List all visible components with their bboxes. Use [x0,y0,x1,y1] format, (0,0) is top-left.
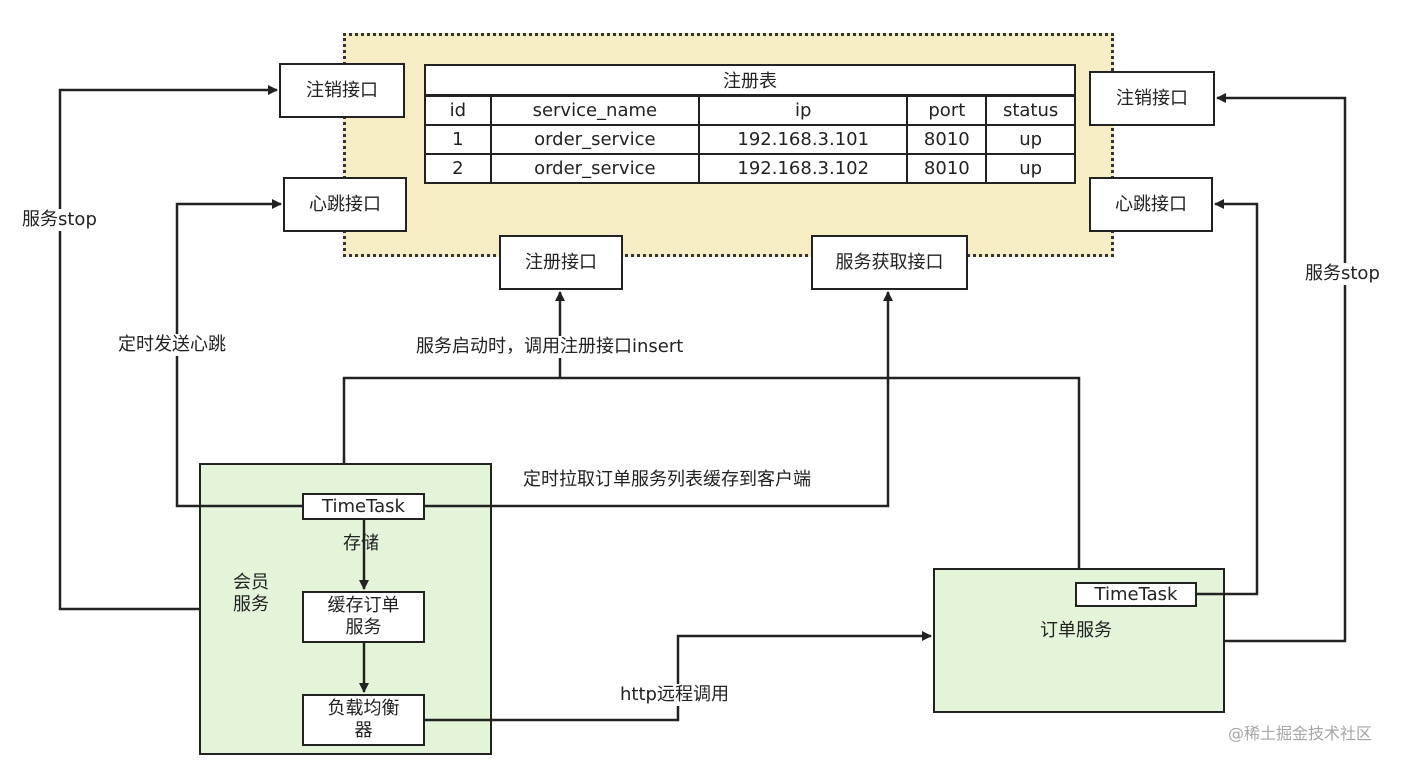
register-interface: 注册接口 [499,235,623,290]
watermark: @稀土掘金技术社区 [1228,724,1373,743]
store-label: 存储 [343,533,379,555]
registry-table-title: 注册表 [424,64,1076,96]
column-header-port: port [906,95,988,126]
deregister-interface-right: 注销接口 [1089,71,1215,126]
cell-id: 2 [424,153,492,184]
stop-label-left: 服务stop [22,209,97,231]
cache-order-service-box: 缓存订单 服务 [302,591,425,643]
stop-label-right: 服务stop [1305,263,1380,285]
edge-register [342,376,1081,568]
table-row: 2 order_service 192.168.3.102 8010 up [424,153,1076,184]
cell-ip: 192.168.3.101 [698,124,909,155]
edge-heartbeat-right [1197,199,1259,596]
discovery-interface: 服务获取接口 [811,235,968,290]
heartbeat-interface-right: 心跳接口 [1089,177,1213,232]
column-header-id: id [424,95,492,126]
column-header-status: status [985,95,1076,126]
cell-service-name: order_service [489,153,701,184]
member-service-label: 会员 服务 [233,572,269,615]
heartbeat-send-label: 定时发送心跳 [118,334,226,356]
cell-status: up [985,153,1076,184]
deregister-interface-left: 注销接口 [279,63,405,118]
order-timetask-box: TimeTask [1075,582,1197,607]
order-service-label: 订单服务 [1040,620,1112,641]
load-balancer-box: 负载均衡 器 [302,694,425,746]
edge-pull-list [425,291,893,508]
http-call-label: http远程调用 [620,684,729,706]
column-header-ip: ip [698,95,909,126]
edge-stop-right [1216,93,1347,643]
edge-stop-left [58,85,278,611]
member-timetask-box: TimeTask [302,493,425,520]
registry-table-header-row: id service_name ip port status [424,95,1076,126]
cell-status: up [985,124,1076,155]
cell-port: 8010 [906,153,988,184]
edge-http-call [425,631,932,722]
cell-ip: 192.168.3.102 [698,153,909,184]
pull-list-label: 定时拉取订单服务列表缓存到客户端 [523,469,811,491]
cell-service-name: order_service [489,124,701,155]
registry-table: id service_name ip port status 1 order_s… [424,95,1076,184]
heartbeat-interface-left: 心跳接口 [283,177,407,232]
register-on-start-label: 服务启动时，调用注册接口insert [416,336,684,358]
cell-port: 8010 [906,124,988,155]
table-row: 1 order_service 192.168.3.101 8010 up [424,124,1076,155]
column-header-service-name: service_name [489,95,701,126]
cell-id: 1 [424,124,492,155]
